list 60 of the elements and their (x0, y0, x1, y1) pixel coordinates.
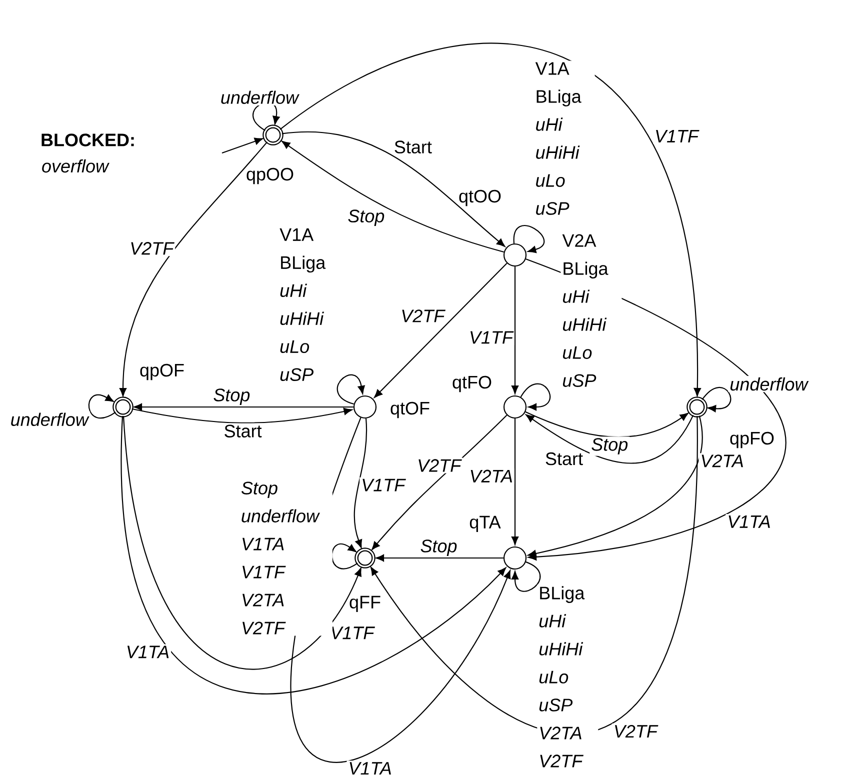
arrow (372, 414, 508, 550)
arrow (374, 262, 508, 398)
edge-label: V1A BLiga uHi uHiHi uLo uSP (278, 226, 340, 382)
state-label: qtFO (452, 376, 492, 392)
edge-label: Stop (212, 387, 252, 406)
note-label: overflow (42, 159, 110, 173)
edge-label: V2A BLiga uHi uHiHi uLo uSP (560, 232, 622, 388)
edge-label: Start (544, 450, 585, 467)
arrow (280, 43, 701, 396)
edge-label: BLiga uHi uHiHi uLo uSP V2TA V2TF (537, 584, 598, 769)
edge-label: Stop (590, 436, 630, 456)
edge-label: V2TF (612, 723, 659, 740)
arrow (134, 403, 354, 411)
edge-label: V1TF (467, 330, 514, 346)
edge-label: V1TF (653, 128, 700, 144)
edge-label: V1TA (346, 760, 394, 776)
loop-arrow (513, 225, 544, 254)
edge-label: V1A BLiga uHi uHiHi uLo uSP (534, 60, 595, 216)
arrow (119, 142, 268, 396)
edge-label: underflow (8, 411, 90, 428)
edge-label: V2TA (468, 468, 514, 484)
edge-label: V2TF (399, 308, 446, 324)
arrow (132, 408, 352, 424)
edge-label: Stop (346, 208, 386, 228)
arrow (376, 554, 504, 562)
edge-label: V1TA (726, 514, 772, 530)
edge-label: Start (222, 423, 264, 439)
arrow (528, 416, 703, 558)
loop-arrow (702, 387, 732, 412)
edge-label: underflow (728, 376, 810, 392)
edge-label: V1TF (360, 477, 407, 493)
edge-label: V2TF (128, 240, 176, 256)
state-label: qpFO (730, 432, 774, 448)
state-label: qpOO (246, 168, 294, 184)
loop-arrow (88, 394, 116, 418)
arrow (526, 414, 694, 464)
edge-label: underflow (218, 89, 300, 106)
state-label: qTA (470, 516, 501, 532)
state-label: qtOF (390, 402, 430, 418)
arrow (354, 418, 368, 548)
edge-label: Start (392, 139, 434, 155)
arrow (122, 416, 506, 694)
arrow (525, 411, 688, 438)
loop-arrow (332, 544, 358, 570)
arrow (511, 266, 519, 394)
edge-label: Stop underflow V1TA V1TF V2TA V2TF (239, 480, 332, 636)
state-label: qFF (350, 596, 380, 612)
edge-label: Stop (418, 538, 459, 558)
edge-label: V2TA (698, 453, 746, 469)
state-label: qpOF (140, 364, 184, 380)
state-label: qtOO (459, 190, 501, 206)
loop-arrow (520, 383, 551, 411)
arrow (122, 416, 362, 670)
loop-arrow (337, 374, 365, 405)
start-arrow (222, 138, 263, 154)
loop-arrow (511, 561, 541, 592)
edge-label: V1TA (124, 644, 172, 660)
note-label: BLOCKED: (42, 134, 134, 146)
edge-label: V2TF (416, 458, 463, 474)
arrow (511, 418, 519, 545)
